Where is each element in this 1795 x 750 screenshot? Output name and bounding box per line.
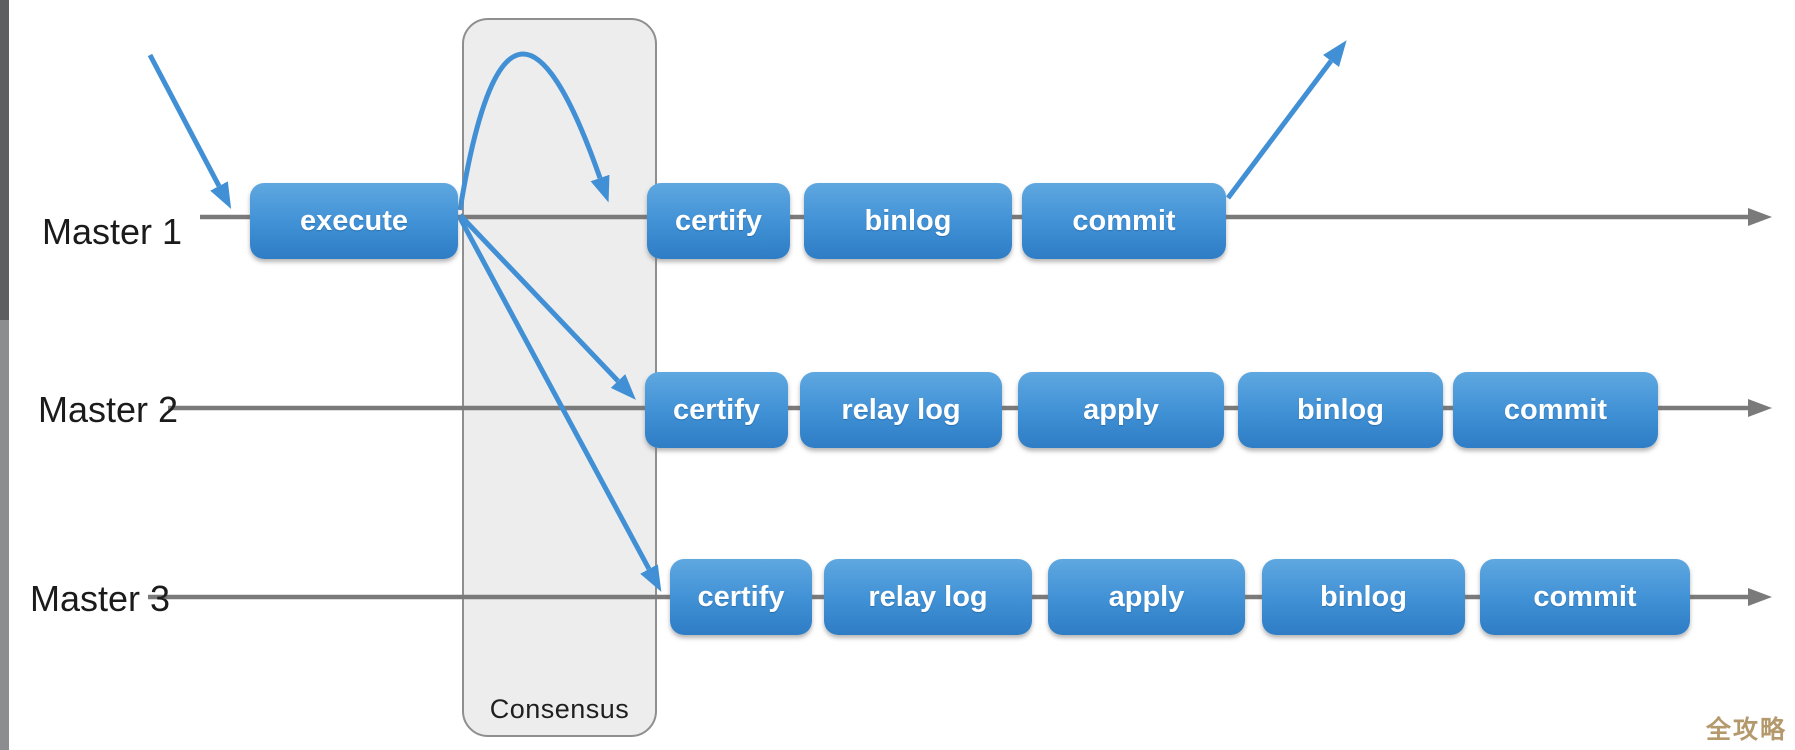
- lane-label-master3: Master 3: [30, 578, 171, 619]
- broadcast-arrow-master2: [458, 213, 636, 400]
- step-box-m2-binlog: binlog: [1238, 372, 1443, 448]
- step-box-m3-apply: apply: [1048, 559, 1245, 635]
- step-box-m3-relay-log: relay log: [824, 559, 1032, 635]
- lane-label-master2: Master 2: [38, 389, 179, 430]
- consensus-arc-arrow-master1: [457, 51, 610, 211]
- step-box-m1-certify: certify: [647, 183, 790, 259]
- scrollbar-thumb[interactable]: [0, 0, 9, 320]
- broadcast-arrow-master3: [457, 216, 662, 592]
- incoming-transaction-arrow: [147, 53, 232, 210]
- step-box-m2-certify: certify: [645, 372, 788, 448]
- step-box-m1-commit: commit: [1022, 183, 1226, 259]
- step-box-m3-binlog: binlog: [1262, 559, 1465, 635]
- step-box-m1-execute: execute: [250, 183, 458, 259]
- step-box-m1-binlog: binlog: [804, 183, 1012, 259]
- left-scrollbar[interactable]: [0, 0, 9, 750]
- step-box-m3-certify: certify: [670, 559, 812, 635]
- step-box-m2-relay-log: relay log: [800, 372, 1002, 448]
- step-box-m3-commit: commit: [1480, 559, 1690, 635]
- outgoing-response-arrow: [1226, 40, 1347, 200]
- watermark-text: 全攻略: [1705, 716, 1787, 744]
- step-box-m2-commit: commit: [1453, 372, 1658, 448]
- lane-label-master1: Master 1: [42, 211, 183, 252]
- step-box-m2-apply: apply: [1018, 372, 1224, 448]
- consensus-label: Consensus: [489, 694, 630, 724]
